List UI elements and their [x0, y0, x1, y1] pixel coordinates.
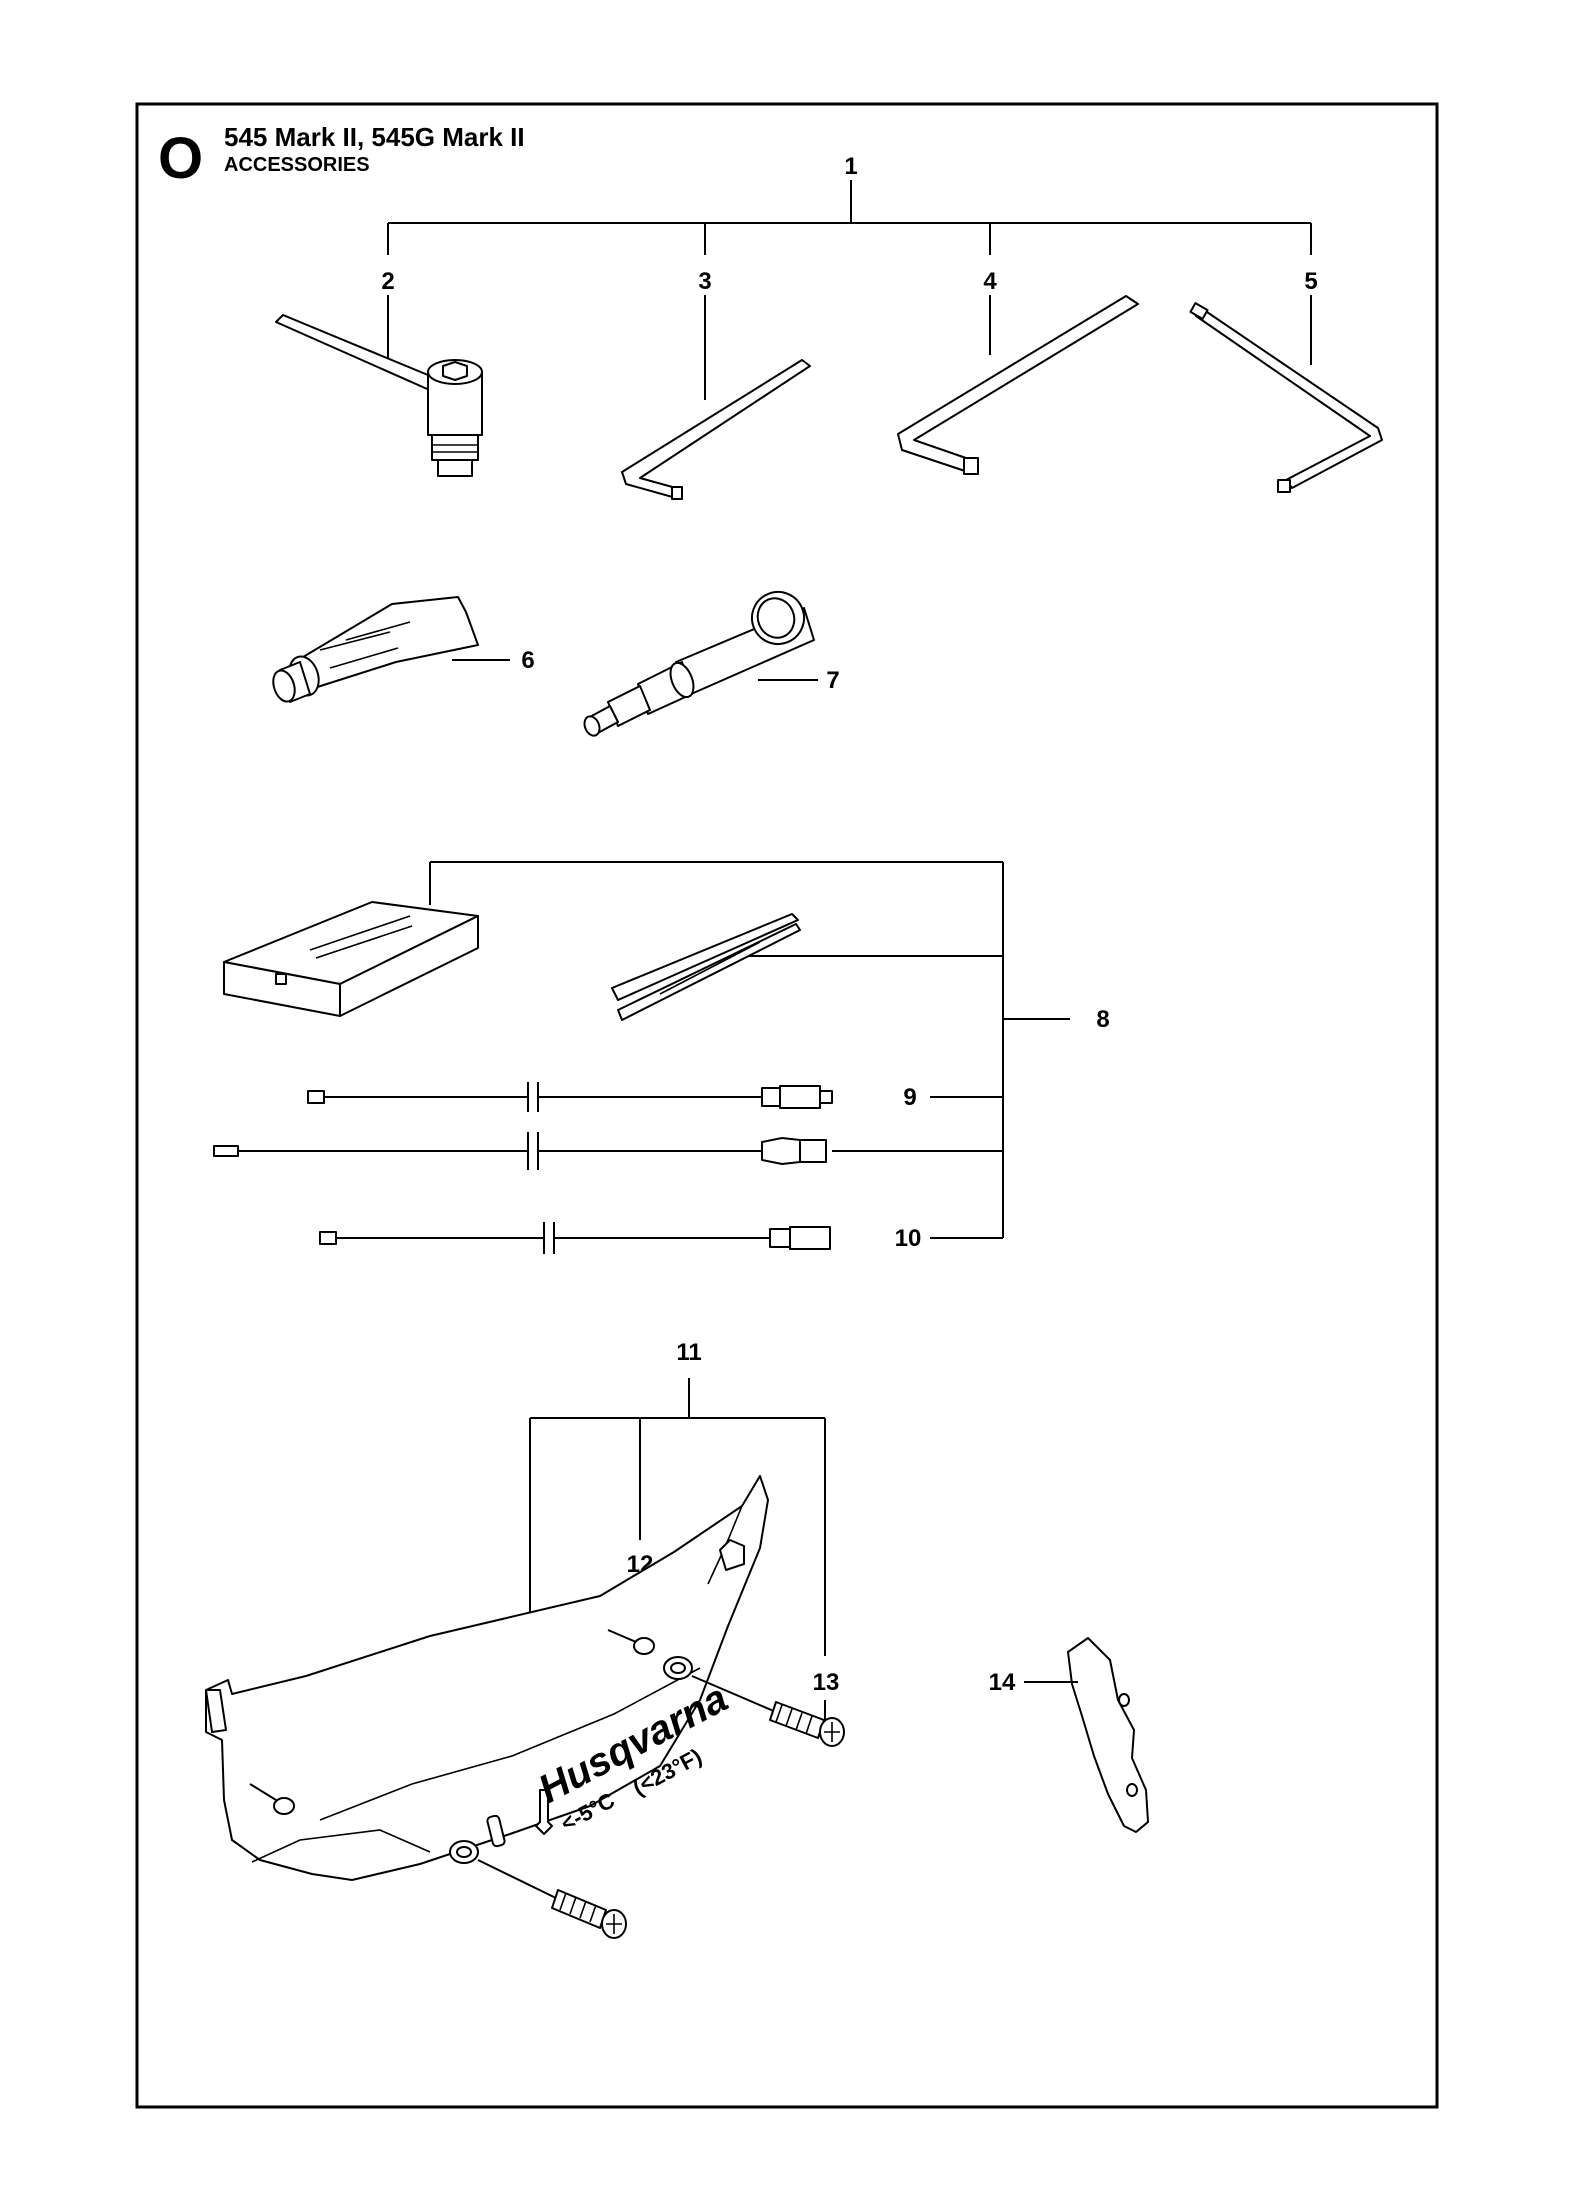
cable-10-part	[319, 1222, 831, 1254]
large-hex-key-part	[897, 295, 1139, 475]
callout-7: 7	[826, 667, 839, 694]
grease-tube-part	[272, 596, 510, 703]
diagnostic-box-part	[223, 901, 479, 1017]
o-ring-part	[249, 1629, 655, 1815]
cable-9-part	[307, 1082, 833, 1112]
leader-lines-group-1	[387, 180, 1312, 400]
small-hex-key-part	[621, 359, 811, 500]
cover-plate-part	[1024, 1637, 1149, 1833]
callout-11: 11	[676, 1339, 701, 1366]
callout-2: 2	[381, 268, 394, 295]
cable-adapter-part	[213, 1132, 827, 1170]
combination-spanner-part	[275, 314, 483, 477]
guard-plate-part: Husqvarna <-5°C (<23°F)	[205, 1475, 769, 1881]
tweezers-part	[611, 913, 801, 1021]
screw-part	[477, 1675, 845, 1939]
callout-9: 9	[903, 1084, 916, 1111]
callout-13: 13	[813, 1669, 840, 1696]
callout-6: 6	[521, 647, 534, 674]
page-frame	[135, 102, 1439, 2109]
callout-5: 5	[1304, 268, 1317, 295]
torx-key-part	[1189, 302, 1383, 493]
diagram-subtitle: ACCESSORIES	[224, 154, 370, 176]
callout-10: 10	[895, 1225, 922, 1252]
section-letter: O	[158, 126, 203, 191]
callout-3: 3	[698, 268, 711, 295]
diagram-title: 545 Mark II, 545G Mark II	[224, 122, 525, 152]
piston-stop-part	[583, 591, 818, 737]
callout-1: 1	[844, 153, 857, 180]
callout-8: 8	[1096, 1006, 1109, 1033]
callout-14: 14	[989, 1669, 1016, 1696]
leader-lines-group-8	[429, 861, 1070, 1239]
callout-4: 4	[983, 268, 997, 295]
